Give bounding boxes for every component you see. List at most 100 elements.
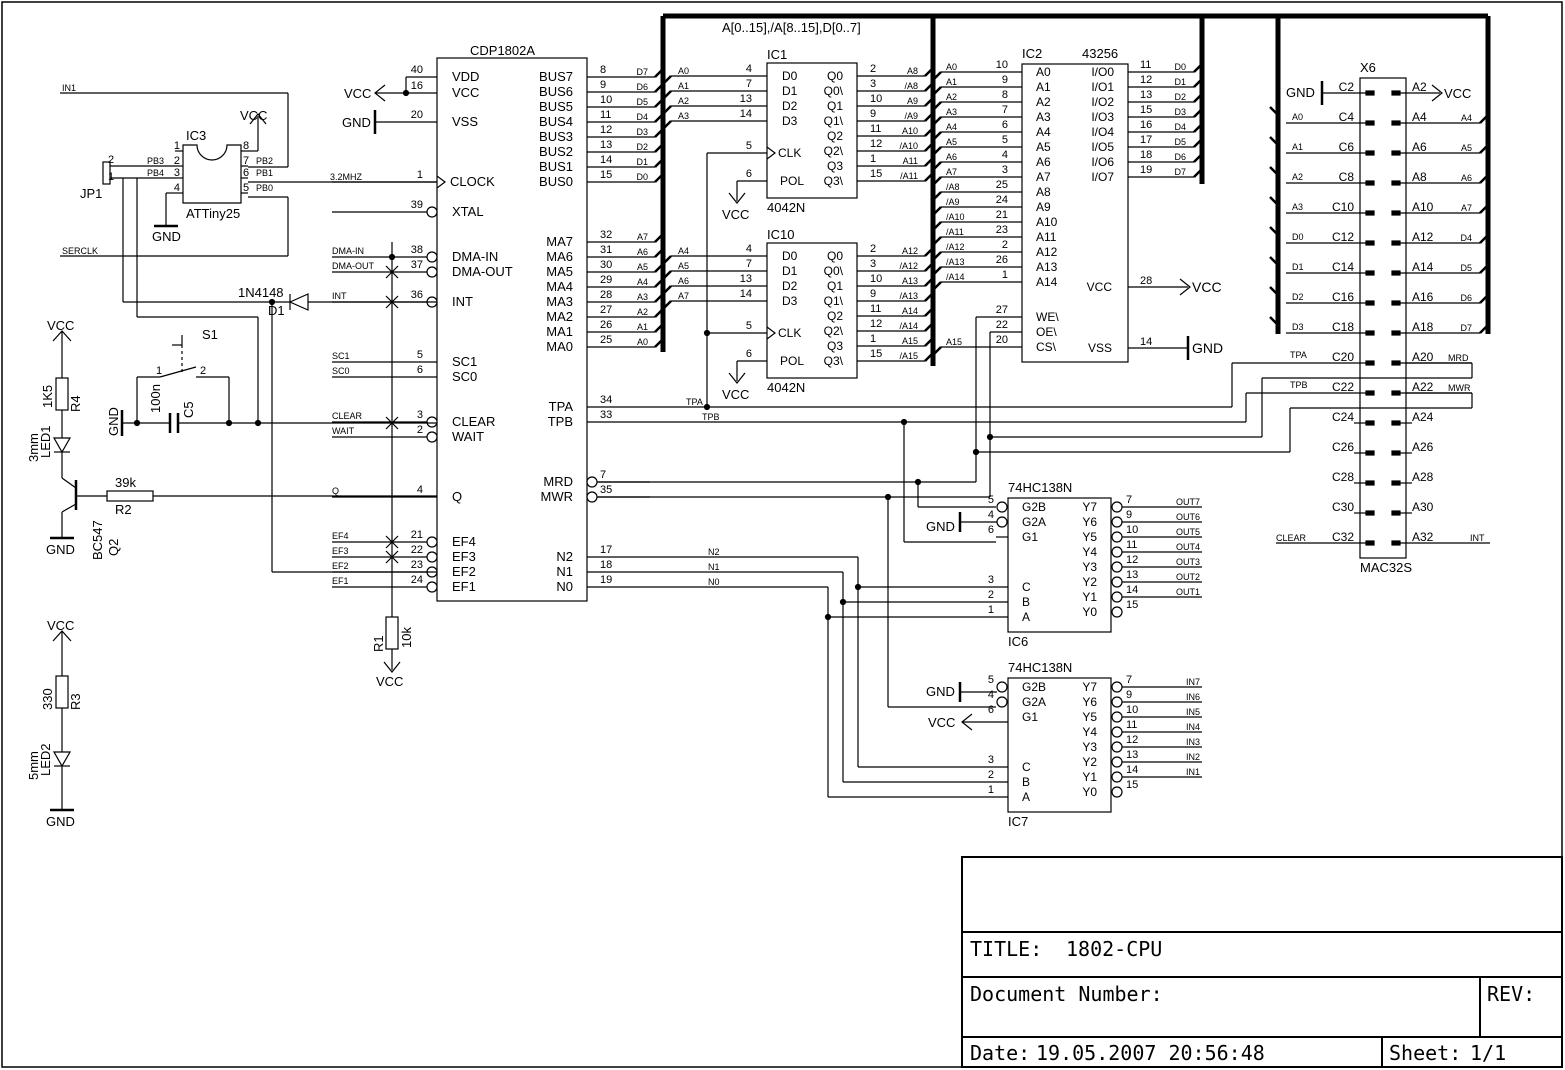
cpu-pin-number: 17 [600, 544, 612, 556]
latch-pin-number: 6 [746, 348, 752, 360]
ram-pin-label: A6 [1036, 155, 1051, 169]
connector-type: MAC32S [1360, 560, 1412, 575]
decoder-net-label: IN6 [1186, 692, 1200, 702]
decoder-pin-label: Y7 [1082, 680, 1097, 694]
attiny-name: IC3 [186, 128, 206, 143]
cpu-pin-bubble [426, 206, 438, 218]
ram-net-label: /A13 [946, 257, 965, 267]
latch-net-label: /A8 [904, 81, 918, 91]
decoder-pin-bubble [996, 516, 1008, 528]
decoder-pin-label: G2A [1022, 515, 1046, 529]
vcc-arrow [728, 372, 746, 384]
connector-pin-mark [1391, 240, 1401, 246]
decoder-pin-bubble [1111, 501, 1123, 513]
decoder-pin-number: 5 [988, 494, 994, 506]
q2-type: BC547 [90, 520, 105, 560]
ram-pin-number: 26 [996, 254, 1008, 266]
cpu-net-label: EF1 [332, 576, 349, 586]
cpu-pin-bubble [426, 581, 438, 593]
decoder-pin-number: 3 [988, 754, 994, 766]
decoder-pin-number: 11 [1126, 539, 1137, 551]
cpu-pin-number: 28 [600, 289, 612, 301]
cpu-pin-label: EF3 [452, 549, 476, 564]
jp1-label: JP1 [80, 186, 102, 201]
ram-bus-entry [1193, 108, 1203, 118]
cpu-pin-bubble [426, 251, 438, 263]
bus-label: A[0..15],/A[8..15],D[0..7] [722, 20, 861, 35]
latch-pin-label: Q1 [827, 99, 843, 113]
q2-label: Q2 [106, 539, 121, 556]
decoder-name: IC6 [1008, 634, 1028, 649]
cpu-bus-entry [654, 278, 664, 288]
decoder-pin-number: 14 [1126, 764, 1138, 776]
decoder-pin-number: 9 [1126, 689, 1132, 701]
attiny-pin-number: 4 [174, 182, 180, 194]
latch-pin-label: D2 [782, 99, 798, 113]
connector-net-label: D4 [1460, 233, 1472, 243]
gnd-led2: GND [46, 814, 75, 829]
ram-net-label: /A14 [946, 272, 965, 282]
decoder-pin-label: B [1022, 595, 1030, 609]
attiny-pin-number: 8 [243, 140, 249, 152]
ram-pin-label: I/O4 [1091, 125, 1114, 139]
latch-net-label: A11 [903, 156, 918, 166]
cpu-net-label: A5 [637, 262, 648, 272]
decoder-pin-label: Y6 [1082, 515, 1097, 529]
ram-net-label: D0 [1174, 62, 1186, 72]
latch-pin-number: 12 [870, 138, 882, 150]
c5-label: C5 [181, 401, 196, 418]
cpu-net-label: EF2 [332, 561, 349, 571]
latch-pin-label: Q3\ [824, 354, 844, 368]
cpu-pin-label: MA3 [546, 294, 573, 309]
ram-bus-entry [932, 71, 942, 81]
connector-bus-entry [1269, 166, 1279, 176]
latch-pin-number: 2 [870, 243, 876, 255]
d1-type: 1N4148 [238, 285, 284, 300]
connector-name: X6 [1360, 60, 1376, 75]
cpu-pin-label: VSS [452, 114, 478, 129]
connector-pin-mark [1365, 180, 1375, 186]
decoder-pin-number: 6 [988, 524, 994, 536]
connector-pin-mark [1365, 360, 1375, 366]
connector-net-label: TPB [1290, 380, 1308, 390]
cpu-net-label: A6 [637, 247, 648, 257]
connector-pin-mark [1365, 90, 1375, 96]
connector-pin-label: A2 [1412, 80, 1427, 94]
net-in1: IN1 [62, 83, 76, 93]
latch-pin-number: 1 [870, 153, 876, 165]
cpu-net-label: SC1 [332, 351, 350, 361]
connector-pin-label: C10 [1332, 200, 1354, 214]
attiny-net-label: PB2 [256, 156, 273, 166]
cpu-pin-number: 35 [600, 484, 612, 496]
latch-pin-label: Q0\ [824, 264, 844, 278]
decoder-net-label: IN1 [1186, 767, 1200, 777]
led1-label: LED1 [38, 425, 53, 458]
decoder-net-label: OUT1 [1176, 587, 1200, 597]
latch-net-label: /A12 [899, 261, 918, 271]
latch-bus-entry [924, 127, 934, 137]
decoder-pin-label: A [1022, 790, 1030, 804]
decoder-pin-number: 3 [988, 574, 994, 586]
decoder-pin-number: 4 [988, 509, 994, 521]
cpu-pin-label: MA1 [546, 324, 573, 339]
doc-label: Document Number: [970, 982, 1163, 1006]
latch-type: 4042N [767, 380, 805, 395]
ram-pin-label: OE\ [1036, 325, 1057, 339]
connector-pin-mark [1391, 390, 1401, 396]
cpu-pin-number: 14 [600, 154, 612, 166]
cpu-pin-number: 37 [411, 259, 423, 271]
cpu-pin-number: 30 [600, 259, 612, 271]
connector-net-label: MWR [1448, 383, 1471, 393]
latch-net-label: A10 [902, 126, 918, 136]
attiny-type: ATTiny25 [186, 206, 240, 221]
decoder-pin-label: G2B [1022, 500, 1046, 514]
ram-pin-number: 21 [996, 209, 1008, 221]
vcc-r1: VCC [376, 674, 403, 689]
cpu-pin-number: 5 [417, 349, 423, 361]
latch-bus-entry [662, 255, 672, 265]
decoder-pin-label: Y6 [1082, 695, 1097, 709]
decoder-pin-number: 2 [988, 589, 994, 601]
cpu-pin-label: BUS5 [539, 99, 573, 114]
ram-net-label: A0 [946, 62, 957, 72]
